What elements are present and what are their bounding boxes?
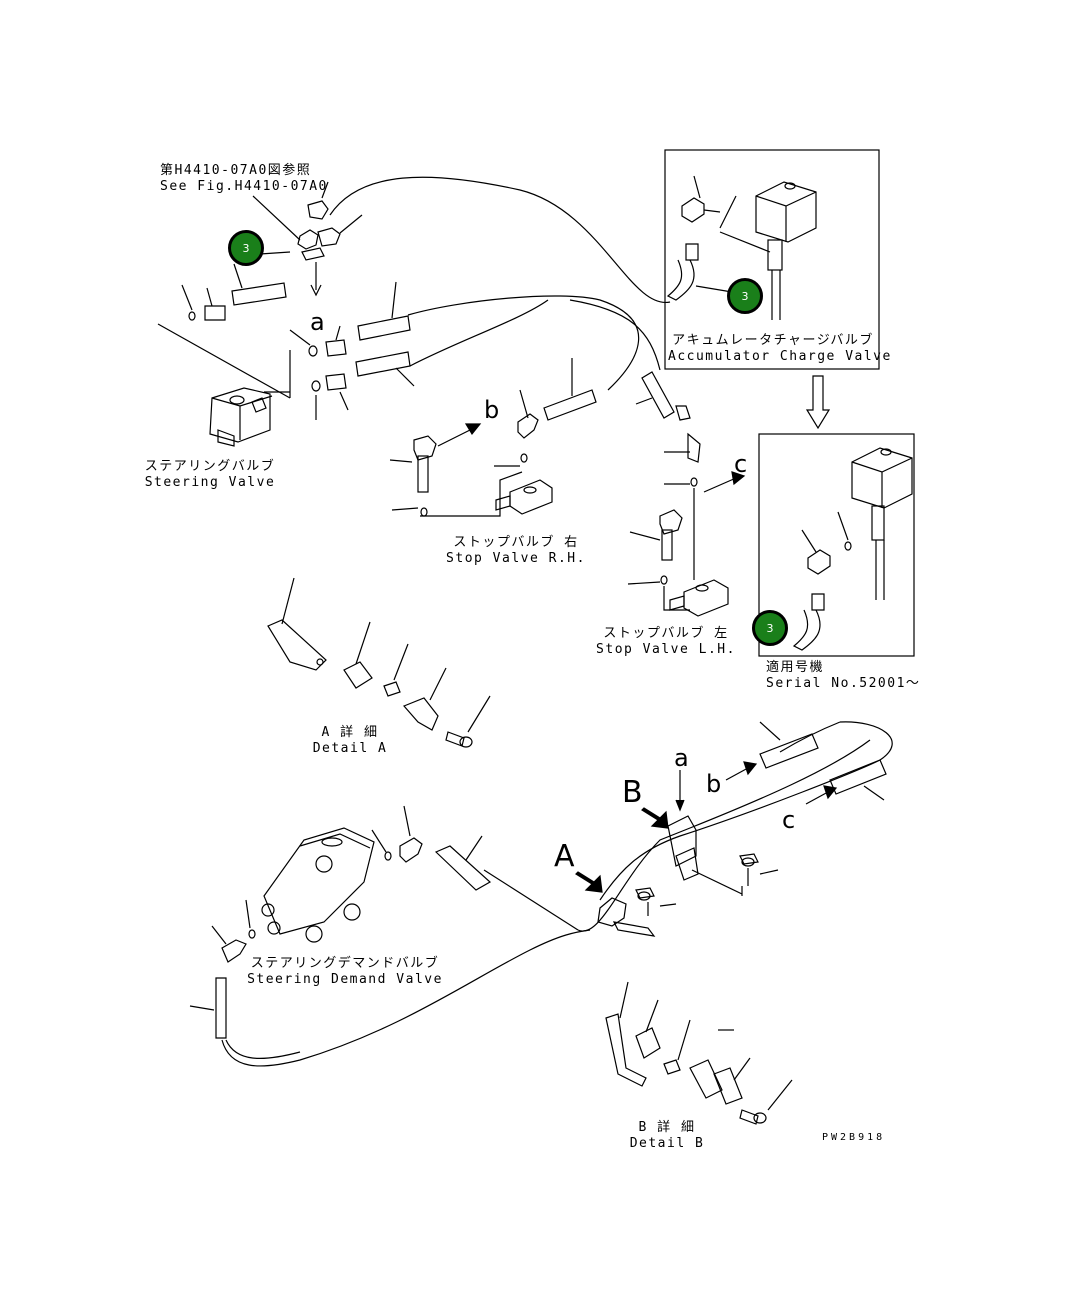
connection-letter-b: b: [484, 396, 500, 424]
steering-valve-body: [209, 387, 273, 447]
accumulator-jp: アキュムレータチャージバルブ: [672, 333, 874, 348]
connection-letter-b: b: [706, 770, 722, 798]
section-letter-B: B: [622, 775, 643, 810]
steering-valve-label: ステアリングバルブ Steering Valve: [140, 459, 280, 491]
figure-code: PW2B918: [822, 1132, 886, 1143]
steering-demand-valve-en: Steering Demand Valve: [247, 972, 443, 987]
detail-b-label: B 詳 細 Detail B: [622, 1120, 712, 1152]
steering-demand-valve: [189, 805, 492, 1039]
detail-a-label: A 詳 細 Detail A: [310, 725, 390, 757]
clamp-a: [597, 887, 677, 937]
section-arrows: [575, 807, 669, 893]
accumulator-label: アキュムレータチャージバルブ Accumulator Charge Valve: [668, 333, 892, 365]
connection-letter-c: c: [782, 806, 796, 834]
stop-valve-lh-label: ストップバルブ 左 Stop Valve L.H.: [596, 626, 736, 658]
connection-letter-c: c: [734, 450, 748, 478]
stop-valve-lh-en: Stop Valve L.H.: [596, 642, 736, 657]
serial-jp: 適用号機: [766, 660, 825, 675]
hose-lines-top: [329, 176, 671, 391]
detail-a-jp: A 詳 細: [321, 725, 379, 740]
connection-letter-a: a: [674, 744, 689, 772]
clamp-b: [667, 770, 779, 896]
hose-lines-bottom: [221, 721, 893, 1067]
stop-valve-rh-fittings: [389, 358, 597, 517]
serial-valve: [792, 447, 913, 651]
reference-jp: 第H4410-07A0図参照: [160, 163, 312, 178]
section-letter-A: A: [554, 839, 575, 874]
stop-valve-rh-jp: ストップバルブ 右: [453, 535, 579, 550]
badge-label: 3: [242, 241, 250, 255]
serial-label: 適用号機 Serial No.52001～: [766, 660, 920, 692]
callout-badge-3[interactable]: 3: [228, 230, 264, 266]
steering-demand-valve-label: ステアリングデマンドバルブ Steering Demand Valve: [240, 956, 450, 988]
accumulator-en: Accumulator Charge Valve: [668, 349, 892, 364]
steering-valve-fittings: [157, 263, 415, 420]
stop-valve-lh-fittings: [627, 371, 746, 617]
reference-label: 第H4410-07A0図参照 See Fig.H4410-07A0: [160, 163, 328, 195]
detail-a-en: Detail A: [312, 741, 388, 756]
ref-fittings: [252, 181, 363, 297]
stop-valve-rh-label: ストップバルブ 右 Stop Valve R.H.: [446, 535, 586, 567]
callout-badge-3[interactable]: 3: [727, 278, 763, 314]
steering-valve-jp: ステアリングバルブ: [144, 459, 276, 474]
serial-en: Serial No.52001～: [766, 676, 921, 691]
hose-end-fittings: [725, 721, 887, 805]
serial-inset-box: [758, 433, 915, 657]
accumulator-inset-box: [664, 149, 880, 370]
callout-badge-3[interactable]: 3: [752, 610, 788, 646]
detail-b-parts: [605, 981, 793, 1125]
connection-letter-a: a: [310, 308, 325, 336]
stop-valve-lh-jp: ストップバルブ 左: [603, 626, 729, 641]
detail-b-en: Detail B: [629, 1136, 705, 1151]
accumulator-valve: [666, 175, 817, 320]
stop-valve-rh-en: Stop Valve R.H.: [446, 551, 586, 566]
change-arrow: [805, 375, 831, 430]
detail-a-parts: [267, 577, 491, 748]
badge-label: 3: [766, 621, 774, 635]
steering-valve-en: Steering Valve: [144, 475, 276, 490]
reference-en: See Fig.H4410-07A0: [160, 179, 328, 194]
detail-b-jp: B 詳 細: [638, 1120, 696, 1135]
badge-label: 3: [741, 289, 749, 303]
steering-demand-valve-jp: ステアリングデマンドバルブ: [250, 956, 440, 971]
